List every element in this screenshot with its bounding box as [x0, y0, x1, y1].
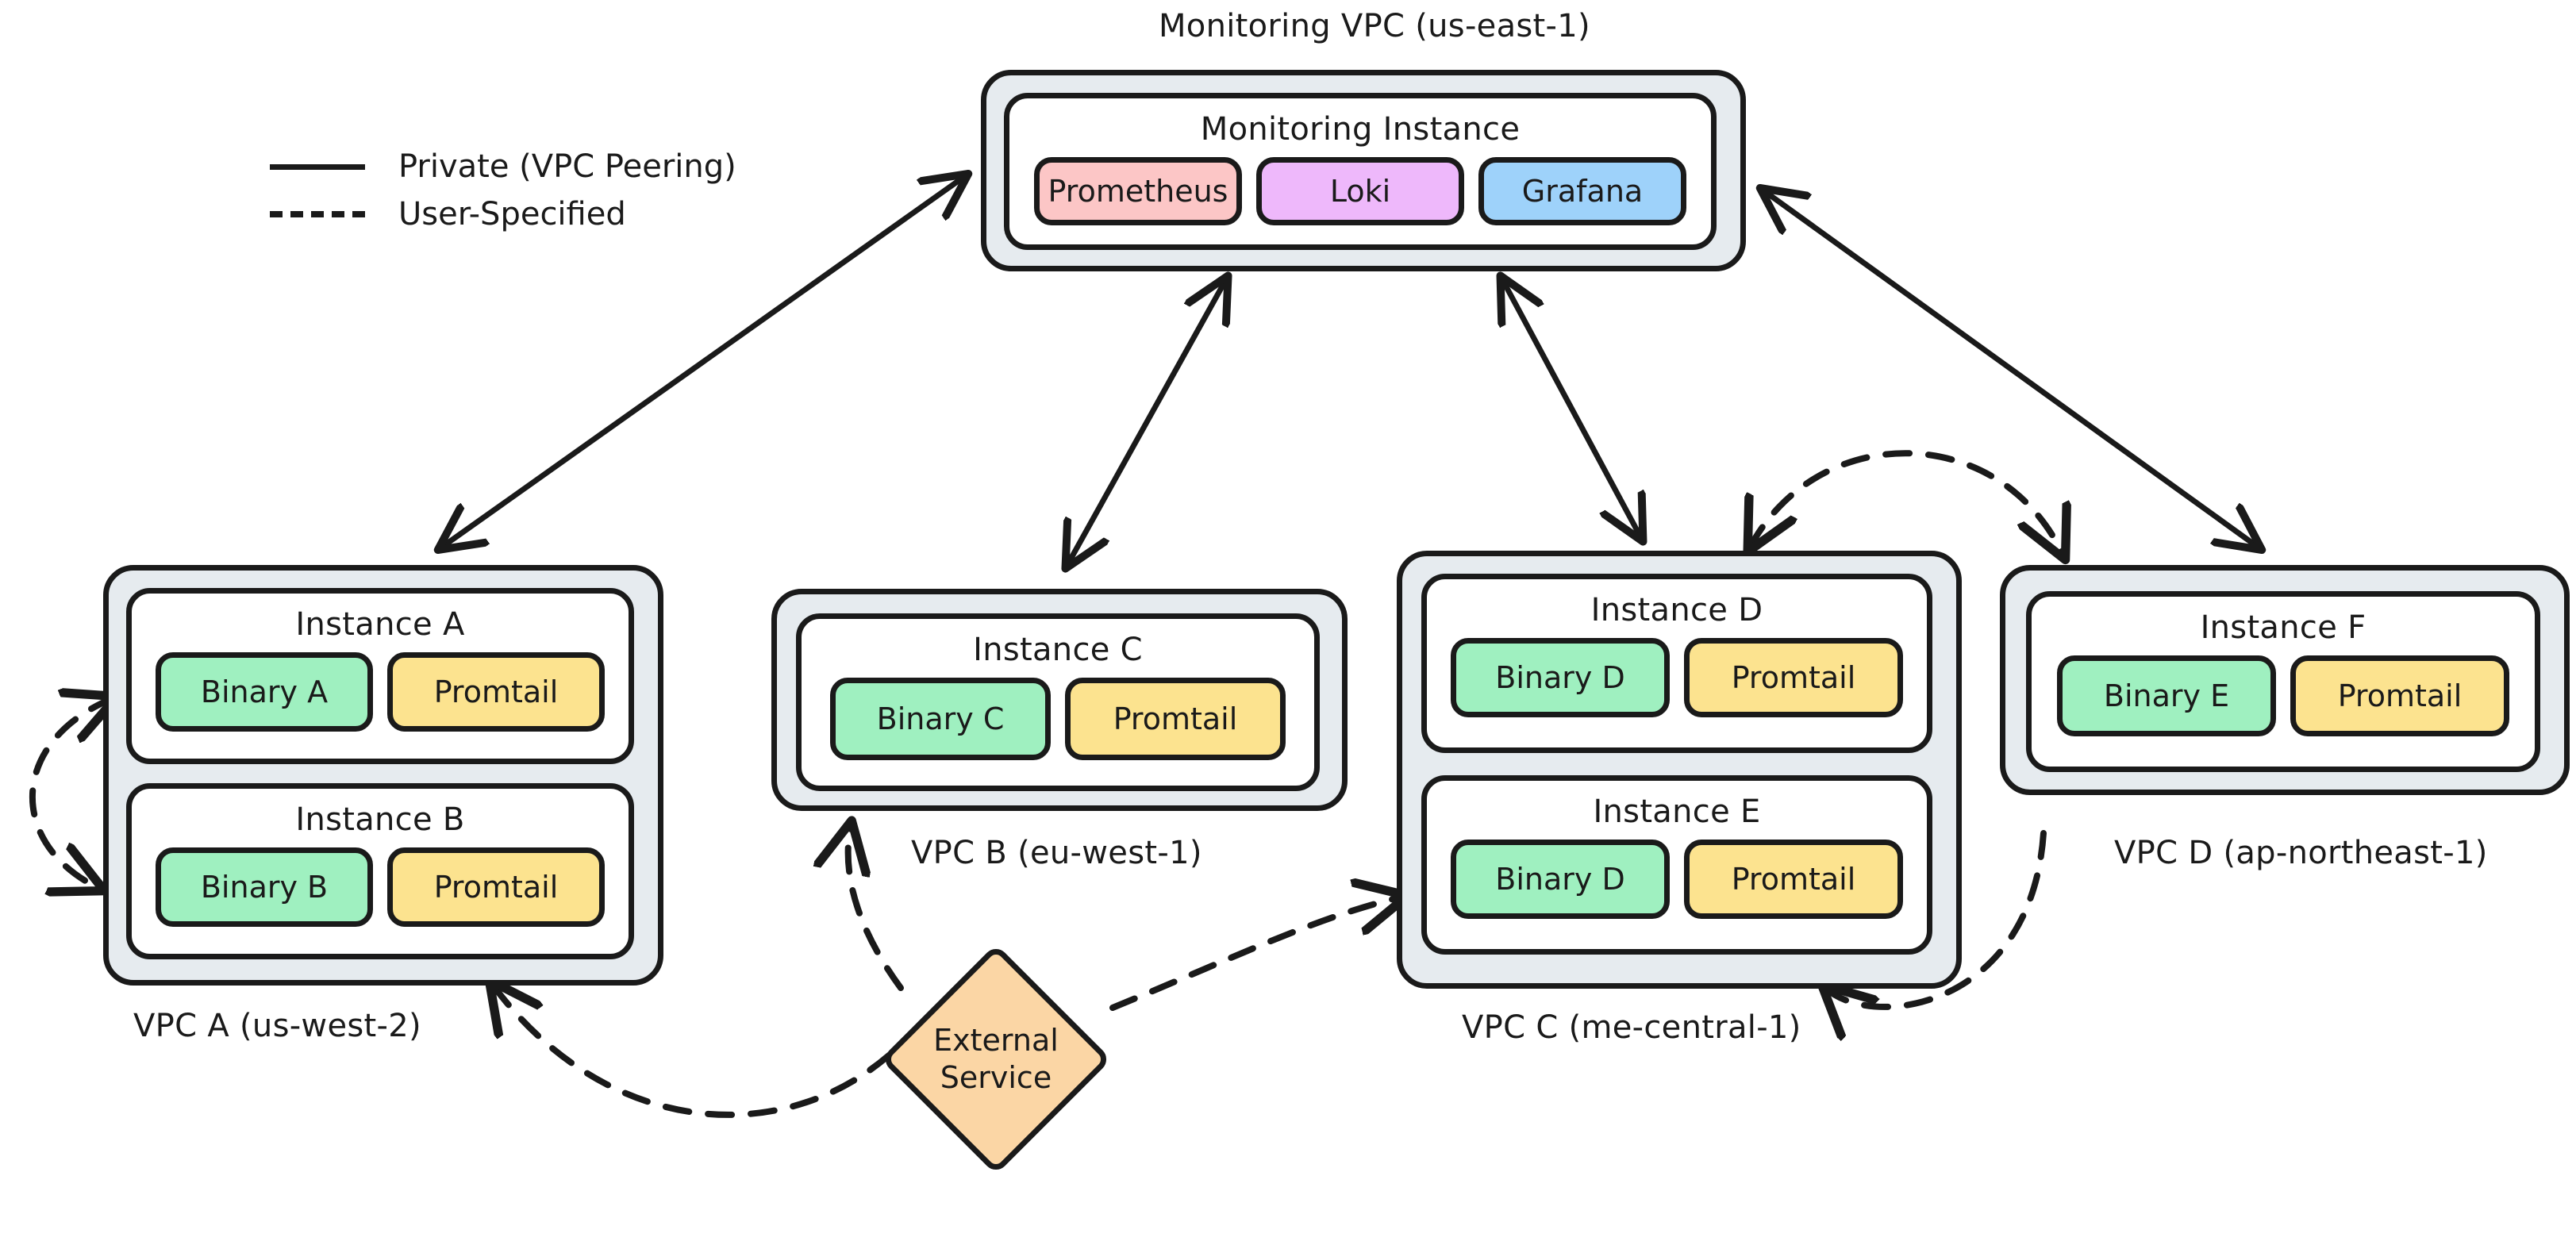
vpc-c[interactable]: Instance D Binary D Promtail Instance E …	[1397, 551, 1962, 989]
legend-label-private: Private (VPC Peering)	[398, 148, 736, 185]
legend-item-private: Private (VPC Peering)	[270, 143, 736, 190]
vpc-monitoring[interactable]: Monitoring Instance Prometheus Loki Graf…	[981, 70, 1746, 271]
instance-d[interactable]: Instance D Binary D Promtail	[1421, 574, 1932, 753]
vpc-d[interactable]: Instance F Binary E Promtail	[2000, 565, 2570, 795]
caption-vpc-b: VPC B (eu-west-1)	[911, 835, 1202, 871]
external-service-node[interactable]: External Service	[880, 943, 1112, 1175]
process-promtail-f[interactable]: Promtail	[2290, 655, 2509, 736]
instance-a[interactable]: Instance A Binary A Promtail	[126, 588, 634, 764]
process-binary-d[interactable]: Binary D	[1451, 638, 1670, 717]
instance-title-d: Instance D	[1590, 592, 1763, 628]
process-binary-c[interactable]: Binary C	[830, 678, 1051, 760]
vpc-b[interactable]: Instance C Binary C Promtail	[771, 589, 1348, 811]
instance-title-a: Instance A	[295, 606, 465, 643]
process-row-f: Binary E Promtail	[2057, 655, 2509, 736]
instance-title-f: Instance F	[2200, 609, 2366, 646]
caption-vpc-d: VPC D (ap-northeast-1)	[2114, 835, 2488, 871]
process-promtail-a[interactable]: Promtail	[387, 652, 605, 732]
caption-vpc-a: VPC A (us-west-2)	[133, 1008, 421, 1044]
process-row-a: Binary A Promtail	[156, 652, 605, 732]
instance-title-c: Instance C	[973, 632, 1143, 668]
edge-monitoring-to-vpc-c	[1502, 279, 1641, 538]
process-promtail-c[interactable]: Promtail	[1065, 678, 1286, 760]
instance-e[interactable]: Instance E Binary D Promtail	[1421, 775, 1932, 955]
legend: Private (VPC Peering) User-Specified	[270, 143, 736, 238]
instance-monitoring[interactable]: Monitoring Instance Prometheus Loki Graf…	[1004, 93, 1717, 250]
process-binary-a[interactable]: Binary A	[156, 652, 373, 732]
process-row-monitoring: Prometheus Loki Grafana	[1034, 157, 1686, 225]
edge-external-to-vpc-c	[1109, 897, 1403, 1011]
legend-label-user-specified: User-Specified	[398, 196, 626, 232]
external-service-line-2: Service	[940, 1060, 1052, 1095]
process-promtail-e[interactable]: Promtail	[1684, 840, 1903, 919]
process-row-b: Binary B Promtail	[156, 847, 605, 927]
instance-title-e: Instance E	[1593, 793, 1761, 830]
caption-vpc-c: VPC C (me-central-1)	[1462, 1009, 1801, 1046]
instance-b[interactable]: Instance B Binary B Promtail	[126, 783, 634, 959]
process-promtail-b[interactable]: Promtail	[387, 847, 605, 927]
process-promtail-d[interactable]: Promtail	[1684, 638, 1903, 717]
instance-c[interactable]: Instance C Binary C Promtail	[796, 613, 1320, 791]
process-binary-b[interactable]: Binary B	[156, 847, 373, 927]
external-service-line-1: External	[933, 1022, 1059, 1058]
process-grafana[interactable]: Grafana	[1478, 157, 1686, 225]
legend-item-user-specified: User-Specified	[270, 190, 736, 238]
instance-f[interactable]: Instance F Binary E Promtail	[2026, 591, 2540, 772]
process-row-c: Binary C Promtail	[830, 678, 1286, 760]
edge-instance-a-to-instance-b	[29, 698, 113, 889]
process-prometheus[interactable]: Prometheus	[1034, 157, 1242, 225]
vpc-a[interactable]: Instance A Binary A Promtail Instance B …	[103, 565, 663, 986]
process-binary-f[interactable]: Binary E	[2057, 655, 2276, 736]
process-binary-e[interactable]: Binary D	[1451, 840, 1670, 919]
caption-monitoring-vpc: Monitoring VPC (us-east-1)	[1159, 8, 1590, 44]
solid-line-icon	[270, 163, 365, 170]
process-row-e: Binary D Promtail	[1451, 840, 1903, 919]
instance-title-monitoring: Monitoring Instance	[1200, 111, 1521, 148]
edge-monitoring-to-vpc-d	[1763, 190, 2259, 548]
external-service-label: External Service	[881, 944, 1111, 1174]
process-row-d: Binary D Promtail	[1451, 638, 1903, 717]
edge-vpc-c-to-vpc-d-top	[1750, 450, 2063, 555]
edge-monitoring-to-vpc-b	[1067, 279, 1226, 565]
process-loki[interactable]: Loki	[1256, 157, 1464, 225]
dashed-line-icon	[270, 211, 365, 217]
edge-external-to-vpc-a	[492, 984, 892, 1118]
instance-title-b: Instance B	[295, 801, 465, 838]
